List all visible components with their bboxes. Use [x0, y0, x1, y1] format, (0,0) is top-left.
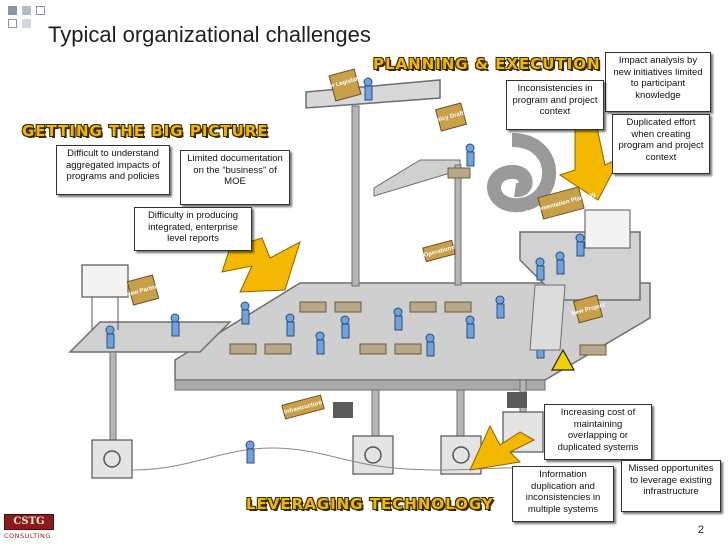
callout-missed-opportunities: Missed opportunites to leverage existing… — [621, 460, 721, 512]
logo-mark: CSTG — [4, 514, 54, 530]
slide-title: Typical organizational challenges — [48, 22, 371, 47]
company-logo: CSTG CONSULTING — [4, 514, 58, 540]
decor-square-4 — [8, 19, 17, 28]
callout-limited-documentation: Limited documentation on the “business” … — [180, 150, 290, 205]
callout-information-duplication: Information duplication and inconsistenc… — [512, 466, 614, 522]
logo-subtext: CONSULTING — [4, 532, 51, 540]
callout-difficult-aggregate: Difficult to understand aggregated impac… — [56, 145, 170, 195]
heading-leveraging-technology: LEVERAGING TECHNOLOGY — [246, 495, 494, 513]
decor-square-2 — [22, 6, 31, 15]
heading-getting-big-picture: GETTING THE BIG PICTURE — [22, 122, 269, 140]
callout-duplicated-effort: Duplicated effort when creating program … — [612, 114, 710, 174]
callout-inconsistencies-program: Inconsistencies in program and project c… — [506, 80, 604, 130]
heading-planning-execution: PLANNING & EXECUTION — [373, 55, 601, 73]
callout-increasing-cost: Increasing cost of maintaining overlappi… — [544, 404, 652, 460]
callout-impact-analysis: Impact analysis by new initiatives limit… — [605, 52, 711, 112]
page-number: 2 — [697, 524, 704, 536]
decor-square-1 — [8, 6, 17, 15]
callout-difficulty-reports: Difficulty in producing integrated, ente… — [134, 207, 252, 251]
decor-square-5 — [22, 19, 31, 28]
decor-square-3 — [36, 6, 45, 15]
